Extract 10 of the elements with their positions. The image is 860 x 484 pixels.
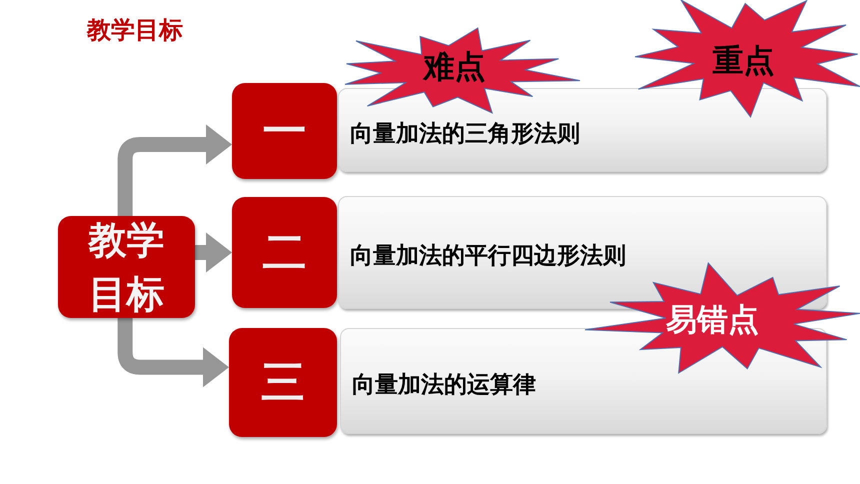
number-box: 二 [232, 197, 337, 308]
arrow [195, 232, 232, 272]
arrow [118, 124, 232, 216]
starburst-label: 难点 [424, 48, 486, 84]
number-box: 一 [232, 83, 337, 179]
number-box: 三 [229, 328, 337, 437]
starburst-label: 重点 [712, 42, 774, 78]
title: 教学目标 [87, 15, 183, 46]
topic-bar: 向量加法的三角形法则 [338, 88, 827, 172]
goal-box: 教学目标 [58, 216, 195, 318]
